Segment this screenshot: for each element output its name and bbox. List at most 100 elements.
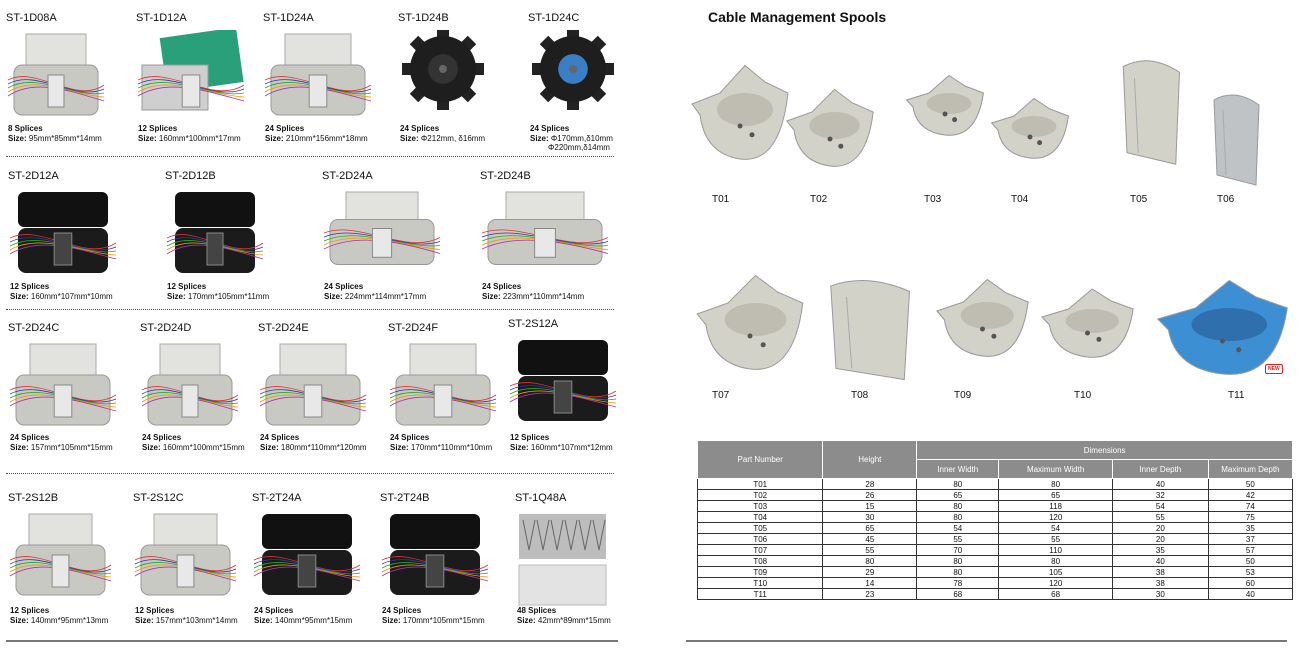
size-value: 170mm*110mm*10mm <box>410 443 493 452</box>
spool-image <box>696 274 804 370</box>
splice-count: 24 Splices <box>254 606 294 615</box>
splice-count: 12 Splices <box>10 282 50 291</box>
product-code: ST-2S12A <box>508 318 559 330</box>
product-code: ST-1D12A <box>136 12 187 24</box>
size-value: 223mm*110mm*14mm <box>502 292 585 301</box>
size-label: Size: <box>324 292 343 301</box>
spool-label: T03 <box>924 194 942 205</box>
size-label: Size: <box>135 616 154 625</box>
product-code: ST-2T24B <box>380 492 430 504</box>
table-cell: 65 <box>998 489 1113 501</box>
spool-label: T10 <box>1074 390 1092 401</box>
size-value: 160mm*107mm*10mm <box>30 292 113 301</box>
size-label: Size: <box>138 134 157 143</box>
table-cell: 32 <box>1111 489 1209 501</box>
product-code: ST-2D24D <box>140 322 192 334</box>
spool-label: T01 <box>712 194 730 205</box>
product-code: ST-2S12C <box>133 492 184 504</box>
product-image <box>166 192 264 273</box>
splice-count: 12 Splices <box>10 606 50 615</box>
table-cell: 105 <box>998 566 1113 578</box>
size-label: Size: <box>8 134 27 143</box>
table-cell: 80 <box>822 555 918 567</box>
size-value: 157mm*103mm*14mm <box>155 616 238 625</box>
table-cell: 74 <box>1207 500 1294 512</box>
section-title: Cable Management Spools <box>708 9 887 25</box>
product-image <box>381 514 489 595</box>
table-cell: T08 <box>696 555 824 567</box>
table-cell: 80 <box>916 566 1000 578</box>
header-dimensions: Dimensions <box>916 440 1293 460</box>
table-cell: 120 <box>998 511 1113 523</box>
table-cell: 45 <box>822 533 918 545</box>
table-cell: 20 <box>1111 533 1209 545</box>
size-value: 140mm*95mm*15mm <box>274 616 353 625</box>
size-value: 160mm*100mm*17mm <box>158 134 241 143</box>
table-cell: 20 <box>1111 522 1209 534</box>
table-cell: 40 <box>1111 478 1209 490</box>
product-code: ST-2D24E <box>258 322 309 334</box>
size-spec: Size: 157mm*103mm*14mm <box>135 616 238 625</box>
table-cell: 26 <box>822 489 918 501</box>
size-value: 95mm*85mm*14mm <box>28 134 102 143</box>
splice-count: 24 Splices <box>324 282 364 291</box>
splice-count: 24 Splices <box>260 433 300 442</box>
splice-count: 24 Splices <box>265 124 305 133</box>
table-cell: 38 <box>1111 566 1209 578</box>
table-cell: 14 <box>822 577 918 589</box>
table-cell: 15 <box>822 500 918 512</box>
size-value: 160mm*107mm*12mm <box>530 443 613 452</box>
spool-label: T08 <box>851 390 869 401</box>
spool-image <box>785 88 874 167</box>
table-cell: 120 <box>998 577 1113 589</box>
size-spec: Size: 160mm*100mm*17mm <box>138 134 241 143</box>
size-label: Size: <box>142 443 161 452</box>
product-image <box>9 192 117 273</box>
table-cell: 68 <box>916 588 1000 600</box>
size-spec: Size: 157mm*105mm*15mm <box>10 443 113 452</box>
size-value: 170mm*105mm*11mm <box>187 292 270 301</box>
splice-count: 12 Splices <box>510 433 550 442</box>
table-cell: 42 <box>1207 489 1294 501</box>
splice-count: 24 Splices <box>390 433 430 442</box>
product-image <box>481 191 609 265</box>
size-value: Φ170mm,δ10mm <box>550 134 613 143</box>
product-code: ST-2D12B <box>165 170 216 182</box>
product-image <box>253 514 361 595</box>
product-image <box>9 343 117 426</box>
size-label: Size: <box>400 134 419 143</box>
table-cell: 68 <box>998 588 1113 600</box>
spool-image <box>1040 288 1134 358</box>
table-cell: 80 <box>916 555 1000 567</box>
table-cell: 57 <box>1207 544 1294 556</box>
splice-count: 24 Splices <box>10 433 50 442</box>
size-label: Size: <box>10 292 29 301</box>
header-inner-depth: Inner Depth <box>1111 459 1209 479</box>
spool-label: T11 <box>1228 390 1245 401</box>
spool-image <box>990 97 1069 159</box>
spool-label: T07 <box>712 390 730 401</box>
product-image <box>134 513 237 596</box>
table-cell: 54 <box>1111 500 1209 512</box>
table-cell: 55 <box>998 533 1113 545</box>
spool-image <box>936 278 1029 357</box>
splice-count: 12 Splices <box>167 282 207 291</box>
product-code: ST-1D24B <box>398 12 449 24</box>
size-value: 140mm*95mm*13mm <box>30 616 109 625</box>
product-image <box>518 514 607 606</box>
table-cell: 55 <box>916 533 1000 545</box>
table-cell: 35 <box>1207 522 1294 534</box>
header-height: Height <box>822 440 918 479</box>
splice-count: 24 Splices <box>400 124 440 133</box>
splice-count: 12 Splices <box>138 124 178 133</box>
splice-count: 24 Splices <box>530 124 570 133</box>
